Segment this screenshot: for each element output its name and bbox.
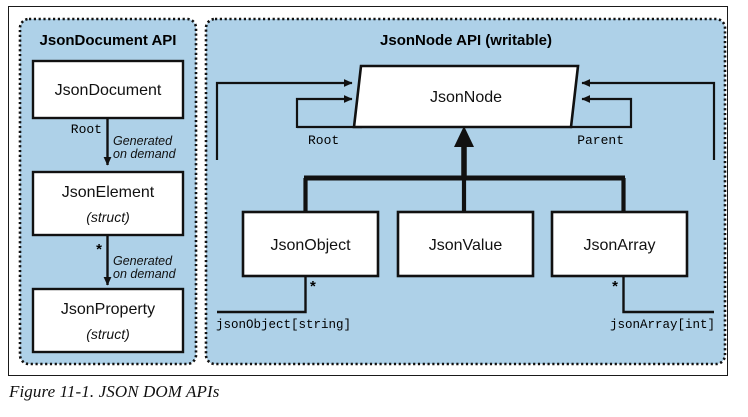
- indexer-jsonobject-label: jsonObject[string]: [216, 318, 351, 332]
- box-jsonproperty-label: JsonProperty: [61, 301, 155, 318]
- edge-document-to-element: Root Generated on demand: [71, 118, 177, 166]
- edge-root-loop: Root: [215, 79, 362, 160]
- box-jsondocument-rect: [31, 59, 185, 120]
- edge-document-to-element-note-line1: Generated: [113, 134, 173, 148]
- edge-root-loop-inner: [295, 95, 353, 128]
- indexer-jsonarray-multiplicity: *: [612, 278, 618, 295]
- panel-jsonnode-title: JsonNode API (writable): [380, 32, 552, 49]
- box-jsonproperty-rect: [31, 287, 185, 354]
- figure-caption: Figure 11-1. JSON DOM APIs: [9, 382, 220, 401]
- box-jsonproperty: JsonProperty (struct): [31, 287, 185, 354]
- box-jsonelement-label: JsonElement: [62, 184, 155, 201]
- box-jsonelement: JsonElement (struct): [31, 170, 185, 237]
- box-jsonnode: JsonNode: [352, 64, 580, 129]
- indexer-jsonarray: * jsonArray[int]: [610, 276, 715, 332]
- box-jsondocument: JsonDocument: [31, 59, 185, 120]
- box-jsonelement-rect: [31, 170, 185, 237]
- edge-element-to-property: * Generated on demand: [96, 235, 177, 286]
- box-jsonarray-rect: [550, 210, 689, 278]
- box-jsonvalue-label: JsonValue: [429, 237, 503, 254]
- box-jsonvalue-rect: [396, 210, 535, 278]
- box-jsonobject-label: JsonObject: [270, 237, 351, 254]
- edge-element-to-property-note-line1: Generated: [113, 254, 173, 268]
- panel-jsondocument-title: JsonDocument API: [40, 32, 177, 49]
- edge-document-to-element-source-label: Root: [71, 122, 102, 137]
- box-jsonobject-rect: [241, 210, 380, 278]
- box-jsondocument-label: JsonDocument: [55, 82, 162, 99]
- edge-inheritance: [303, 126, 626, 211]
- panel-jsonnode-api: JsonNode API (writable) Root Parent: [204, 17, 727, 366]
- indexer-jsonarray-path: [622, 276, 714, 314]
- panel-jsondocument-api: JsonDocument API JsonDocument Root Gener…: [18, 17, 198, 366]
- edge-root-loop-label: Root: [308, 133, 339, 148]
- indexer-jsonobject-path: [217, 276, 307, 314]
- indexer-jsonobject: * jsonObject[string]: [216, 276, 351, 332]
- edge-parent-loop-label: Parent: [577, 133, 624, 148]
- edge-element-to-property-source-label: *: [96, 241, 102, 258]
- box-jsonarray: JsonArray: [550, 210, 689, 278]
- edge-parent-loop: Parent: [570, 79, 716, 160]
- box-jsonelement-subtitle: (struct): [86, 209, 130, 225]
- box-jsonproperty-subtitle: (struct): [86, 326, 130, 342]
- box-jsonvalue: JsonValue: [396, 210, 535, 278]
- box-jsonnode-label: JsonNode: [430, 89, 502, 106]
- indexer-jsonobject-multiplicity: *: [310, 278, 316, 295]
- edge-parent-loop-outer: [581, 79, 716, 160]
- box-jsonarray-label: JsonArray: [583, 237, 655, 254]
- box-jsonnode-shape: [352, 64, 580, 129]
- edge-root-loop-outer: [215, 79, 353, 160]
- edge-element-to-property-note-line2: on demand: [113, 267, 177, 281]
- indexer-jsonarray-label: jsonArray[int]: [610, 318, 715, 332]
- edge-document-to-element-note-line2: on demand: [113, 147, 177, 161]
- box-jsonobject: JsonObject: [241, 210, 380, 278]
- edge-parent-loop-inner: [581, 95, 633, 128]
- edge-inheritance-arrowhead: [454, 126, 474, 147]
